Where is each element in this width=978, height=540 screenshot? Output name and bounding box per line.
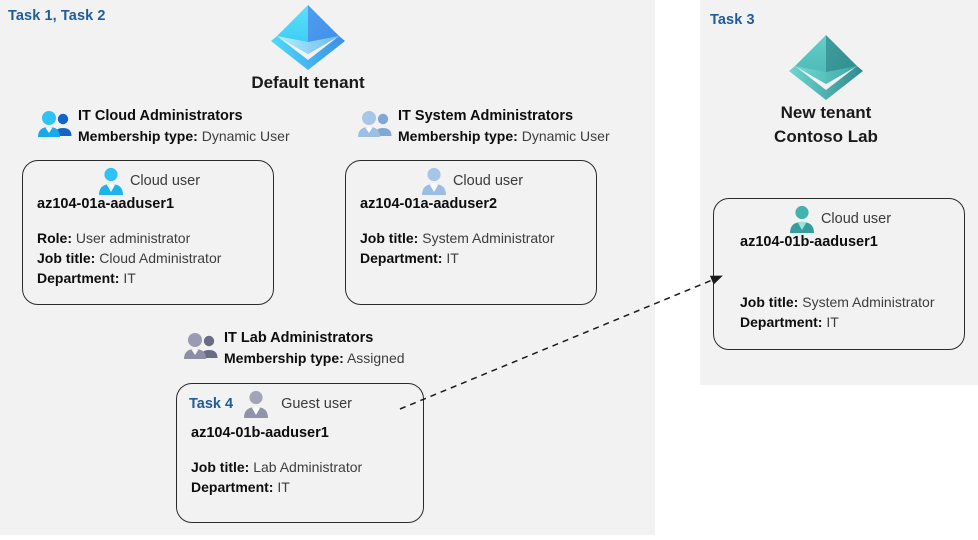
group-users-icon (38, 111, 72, 137)
property-label: Department: (191, 479, 274, 496)
property-job-title: Job title: System Administrator (360, 228, 596, 248)
group-users-icon (358, 111, 392, 137)
group-it-cloud-administrators: IT Cloud Administrators Membership type:… (36, 106, 290, 146)
task-label-right: Task 3 (710, 12, 755, 28)
card-header: Cloud user (23, 161, 273, 196)
task-label-left: Task 1, Task 2 (8, 8, 106, 24)
property-label: Department: (37, 270, 120, 287)
property-job-title: Job title: System Administrator (740, 292, 964, 312)
card-properties: Job title: Lab Administrator Department:… (177, 457, 423, 497)
user-card-aaduser2[interactable]: Cloud user az104-01a-aaduser2 Job title:… (345, 160, 597, 305)
group-membership-value: Dynamic User (521, 127, 610, 144)
user-card-aaduser1[interactable]: Cloud user az104-01a-aaduser1 Role: User… (22, 160, 274, 305)
card-task-label: Task 4 (189, 396, 234, 412)
card-header: Task 4 Guest user (177, 384, 423, 419)
azure-ad-tenant-icon (789, 35, 863, 100)
group-membership-type: Membership type: Assigned (224, 349, 405, 369)
cloud-user-icon (98, 167, 123, 195)
card-properties: Job title: System Administrator Departme… (714, 292, 964, 332)
group-membership-type: Membership type: Dynamic User (78, 127, 290, 147)
group-users-icon (184, 333, 218, 359)
cloud-user-icon (789, 205, 814, 233)
group-it-system-administrators: IT System Administrators Membership type… (356, 106, 610, 146)
property-label: Role: (37, 230, 72, 246)
card-user-kind: Cloud user (820, 211, 892, 227)
card-user-name: az104-01b-aaduser1 (740, 234, 878, 250)
card-user-name: az104-01a-aaduser1 (37, 196, 175, 212)
tenant-new-name-line2: Contoso Lab (774, 126, 878, 146)
tenant-default-name: Default tenant (251, 73, 365, 92)
property-department: Department: IT (740, 312, 964, 332)
card-properties: Role: User administrator Job title: Clou… (23, 228, 273, 288)
property-value: System Administrator (422, 230, 555, 246)
property-value: Lab Administrator (253, 459, 363, 475)
property-value: IT (277, 479, 290, 496)
property-value: Cloud Administrator (99, 250, 222, 267)
guest-user-icon (244, 390, 269, 418)
property-value: System Administrator (802, 294, 935, 310)
card-user-name: az104-01b-aaduser1 (191, 425, 329, 441)
card-properties: Job title: System Administrator Departme… (346, 228, 596, 268)
property-value: IT (446, 250, 459, 267)
property-label: Department: (360, 250, 443, 267)
tenant-new: New tenant Contoso Lab (736, 32, 916, 148)
group-membership-label: Membership type: (224, 349, 344, 366)
property-label: Department: (740, 314, 823, 331)
property-label: Job title: (191, 459, 250, 475)
card-header: Cloud user (346, 161, 596, 196)
property-label: Job title: (37, 250, 96, 267)
group-title: IT System Administrators (398, 108, 574, 124)
group-title: IT Cloud Administrators (78, 108, 243, 124)
group-it-lab-administrators: IT Lab Administrators Membership type: A… (182, 328, 405, 368)
card-user-name: az104-01a-aaduser2 (360, 196, 498, 212)
card-user-kind: Guest user (281, 396, 352, 412)
user-card-aaduser1b-cloud[interactable]: Cloud user az104-01b-aaduser1 Job title:… (713, 198, 965, 350)
group-membership-label: Membership type: (78, 127, 198, 144)
property-job-title: Job title: Lab Administrator (191, 457, 423, 477)
group-membership-type: Membership type: Dynamic User (398, 127, 610, 147)
cloud-user-icon (421, 167, 446, 195)
property-department: Department: IT (191, 477, 423, 497)
group-membership-label: Membership type: (398, 127, 518, 144)
property-job-title: Job title: Cloud Administrator (37, 248, 273, 268)
property-value: User administrator (75, 230, 191, 246)
property-value: IT (826, 314, 839, 331)
card-user-kind: Cloud user (452, 173, 524, 189)
property-label: Job title: (740, 294, 799, 310)
group-membership-value: Dynamic User (201, 127, 290, 144)
card-user-kind: Cloud user (129, 173, 201, 189)
property-value: IT (123, 270, 136, 287)
tenant-new-name-line1: New tenant (780, 103, 872, 122)
card-header: Cloud user (714, 199, 964, 234)
property-department: Department: IT (37, 268, 273, 288)
user-card-guest-aaduser1b[interactable]: Task 4 Guest user az104-01b-aaduser1 Job… (176, 383, 424, 523)
property-role: Role: User administrator (37, 228, 273, 248)
group-membership-value: Assigned (346, 349, 405, 366)
group-title: IT Lab Administrators (224, 330, 374, 346)
property-label: Job title: (360, 230, 419, 246)
tenant-default: Default tenant (218, 2, 398, 94)
property-department: Department: IT (360, 248, 596, 268)
default-tenant-panel (0, 0, 655, 535)
azure-ad-tenant-icon (271, 5, 345, 70)
